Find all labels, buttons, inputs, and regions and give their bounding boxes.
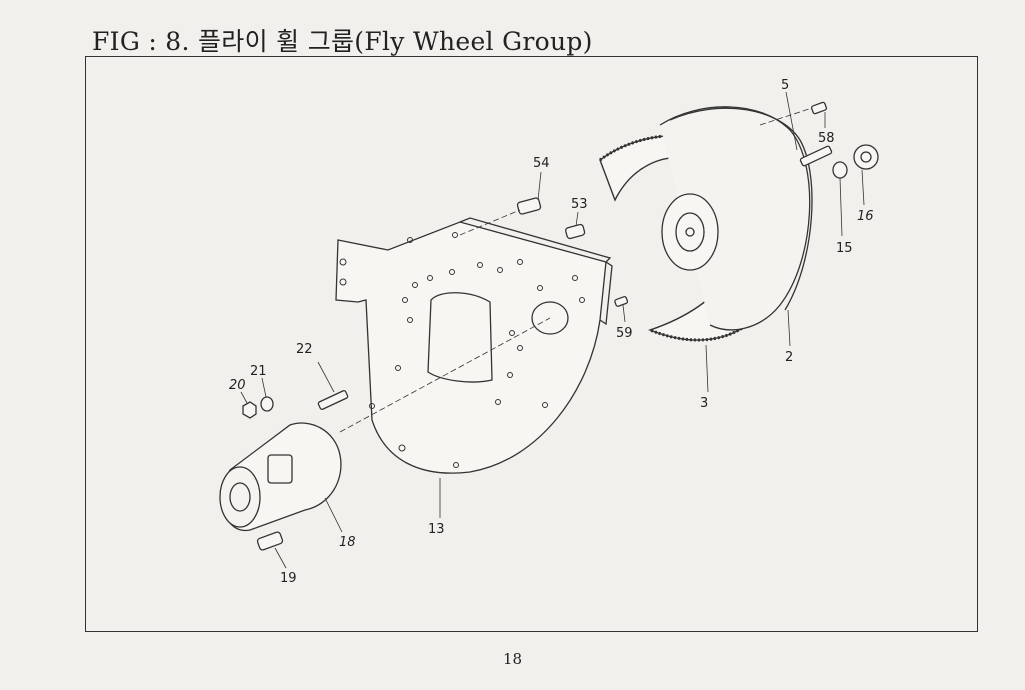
label-part-16: 16	[857, 209, 874, 224]
label-part-20: 20	[229, 378, 246, 393]
label-part-54: 54	[533, 156, 550, 171]
starter-motor	[219, 422, 342, 531]
label-part-53: 53	[571, 197, 588, 212]
label-part-59: 59	[616, 326, 633, 341]
figure-frame	[85, 56, 978, 632]
label-part-2: 2	[785, 350, 793, 365]
pin-58	[810, 101, 828, 115]
bolt-5	[799, 145, 833, 167]
label-part-3: 3	[700, 396, 708, 411]
label-part-18: 18	[339, 535, 356, 550]
bolt-54	[516, 197, 542, 215]
washer-21	[260, 396, 274, 412]
label-part-13: 13	[428, 522, 445, 537]
label-part-5: 5	[781, 78, 789, 93]
dowel-53	[565, 223, 586, 240]
bolt-19	[256, 531, 284, 551]
label-part-22: 22	[296, 342, 313, 357]
label-part-58: 58	[818, 131, 835, 146]
label-part-19: 19	[280, 571, 297, 586]
label-part-15: 15	[836, 241, 853, 256]
nut-16	[853, 144, 879, 170]
washer-15	[832, 161, 848, 179]
label-part-21: 21	[250, 364, 267, 379]
flywheel-housing-plate	[335, 217, 613, 474]
nut-20	[242, 401, 257, 419]
page-number: 18	[502, 650, 523, 668]
flywheel	[659, 106, 813, 331]
page-title: FIG : 8. 플라이 휠 그룹(Fly Wheel Group)	[92, 27, 593, 56]
bolt-22	[317, 390, 349, 410]
pin-59	[614, 296, 629, 307]
